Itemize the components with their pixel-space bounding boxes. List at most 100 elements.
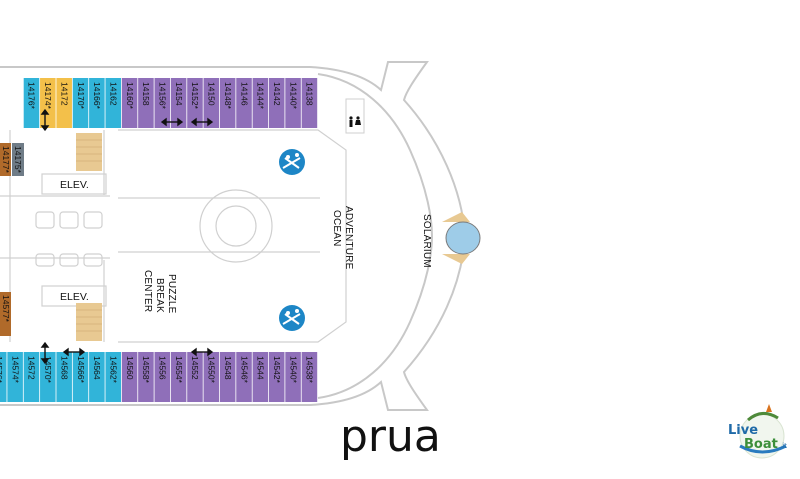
cabin-14542: 14542*	[268, 352, 285, 402]
cabin-14152: 14152*	[187, 78, 203, 128]
cabin-number: 14577*	[1, 295, 11, 323]
cabin-number: 14146	[239, 82, 249, 106]
cabin-14150: 14150	[203, 78, 220, 128]
cabin-number: 14574*	[10, 356, 20, 384]
svg-text:PUZZLE: PUZZLE	[166, 274, 177, 314]
cabin-14158: 14158	[138, 78, 154, 128]
cabin-14577: 14577*	[0, 292, 11, 336]
cabin-14172: 14172	[56, 78, 72, 128]
cabin-number: 14162	[108, 82, 118, 106]
cabin-14560: 14560	[121, 352, 138, 402]
cabin-14154: 14154	[170, 78, 187, 128]
svg-text:OCEAN: OCEAN	[331, 210, 342, 247]
cabin-column-inner: 14175*14177* 14577*	[0, 143, 24, 336]
cabin-number: 14538*	[305, 356, 315, 384]
cabin-number: 14554*	[174, 356, 184, 384]
cabin-14162: 14162	[105, 78, 121, 128]
svg-text:CENTER: CENTER	[142, 270, 153, 312]
cabin-14175: 14175*	[12, 143, 24, 176]
cabin-number: 14544	[256, 356, 266, 380]
cabin-number: 14572	[27, 356, 37, 380]
cabin-14160: 14160*	[121, 78, 138, 128]
svg-text:BREAK: BREAK	[154, 278, 165, 313]
cabin-number: 14570*	[43, 356, 53, 384]
cabin-number: 14560	[125, 356, 135, 380]
cabin-14540: 14540*	[285, 352, 301, 402]
cabin-14568: 14568	[56, 352, 72, 402]
cabin-number: 14174*	[43, 82, 53, 110]
restroom-icon	[345, 98, 365, 134]
interior-walls	[0, 129, 347, 343]
cabin-14140: 14140*	[285, 78, 301, 128]
solarium-pool	[442, 212, 481, 264]
cabin-number: 14144*	[256, 82, 266, 110]
cabin-number: 14550*	[207, 356, 217, 384]
cabin-14170: 14170*	[72, 78, 89, 128]
cabin-number: 14140*	[288, 82, 298, 110]
cabin-14544: 14544	[252, 352, 269, 402]
cabin-number: 14176*	[27, 82, 37, 110]
cabin-14142: 14142	[268, 78, 285, 128]
svg-text:ADVENTURE: ADVENTURE	[343, 206, 354, 270]
cabin-number: 14568	[59, 356, 69, 380]
cabin-number: 14150	[207, 82, 217, 106]
cabin-14554: 14554*	[170, 352, 187, 402]
svg-text:Live: Live	[728, 423, 758, 438]
cabin-number: 14177*	[1, 146, 11, 174]
solarium-label: SOLARIUM	[421, 214, 432, 268]
cabin-number: 14542*	[272, 356, 282, 384]
kids-play-icon	[279, 149, 305, 175]
svg-text:.it: .it	[780, 442, 787, 450]
cabin-14538: 14538*	[301, 352, 318, 402]
cabin-14570: 14570*	[40, 352, 56, 402]
cabin-number: 14156*	[158, 82, 168, 110]
cabin-number: 14175*	[13, 146, 23, 174]
cabin-14144: 14144*	[252, 78, 269, 128]
cabin-number: 14540*	[288, 356, 298, 384]
cabin-14138: 14138	[301, 78, 318, 128]
adventure-ocean-label: ADVENTURE OCEAN	[331, 206, 354, 270]
puzzle-break-label: PUZZLE BREAK CENTER	[142, 270, 177, 314]
cabin-number: 14564	[92, 356, 102, 380]
cabin-row-bottom: 14538*14540*14542*1454414546*1454814550*…	[0, 352, 318, 402]
cabin-number: 14138	[305, 82, 315, 106]
cabin-number: 14158	[141, 82, 151, 106]
svg-text:Boat: Boat	[744, 437, 778, 452]
cabin-14176: 14176*	[23, 78, 40, 128]
cabin-number: 14556	[158, 356, 168, 380]
cabin-number: 14160*	[125, 82, 135, 110]
stairs-bottom	[76, 303, 102, 341]
cabin-number: 14566*	[76, 356, 86, 384]
cabin-number: 14546*	[239, 356, 249, 384]
cabin-14574: 14574*	[7, 352, 23, 402]
cabin-number: 14148*	[223, 82, 233, 110]
cabin-number: 14576*	[0, 356, 4, 384]
cabin-number: 14142	[272, 82, 282, 106]
cabin-14566: 14566*	[72, 352, 89, 402]
cabin-14174: 14174*	[40, 78, 56, 128]
liveboat-logo: Live Boat .it	[728, 404, 787, 459]
bow-label: prua	[340, 411, 441, 462]
svg-text:SOLARIUM: SOLARIUM	[421, 214, 432, 268]
elevator-label-bottom: ELEV.	[60, 291, 89, 303]
cabin-14552: 14552	[187, 352, 203, 402]
cabin-14550: 14550*	[203, 352, 220, 402]
cabin-number: 14552	[190, 356, 200, 380]
cabin-14572: 14572	[23, 352, 40, 402]
cabin-14562: 14562*	[105, 352, 121, 402]
cabin-number: 14170*	[76, 82, 86, 110]
cabin-14146: 14146	[236, 78, 252, 128]
cabin-14558: 14558*	[138, 352, 154, 402]
cabin-14576: 14576*	[0, 352, 7, 402]
kids-play-icon	[279, 305, 305, 331]
stairs-top	[76, 133, 102, 171]
cabin-number: 14558*	[141, 356, 151, 384]
cabin-number: 14154	[174, 82, 184, 106]
cabin-14556: 14556	[154, 352, 171, 402]
cabin-14166: 14166*	[89, 78, 105, 128]
cabin-row-top: 14138 14140* 14142 14144* 14146 14148* 14150 14…	[23, 78, 318, 128]
connecting-door-icon	[40, 108, 214, 365]
cabin-14564: 14564	[89, 352, 105, 402]
cabin-number: 14172	[59, 82, 69, 106]
